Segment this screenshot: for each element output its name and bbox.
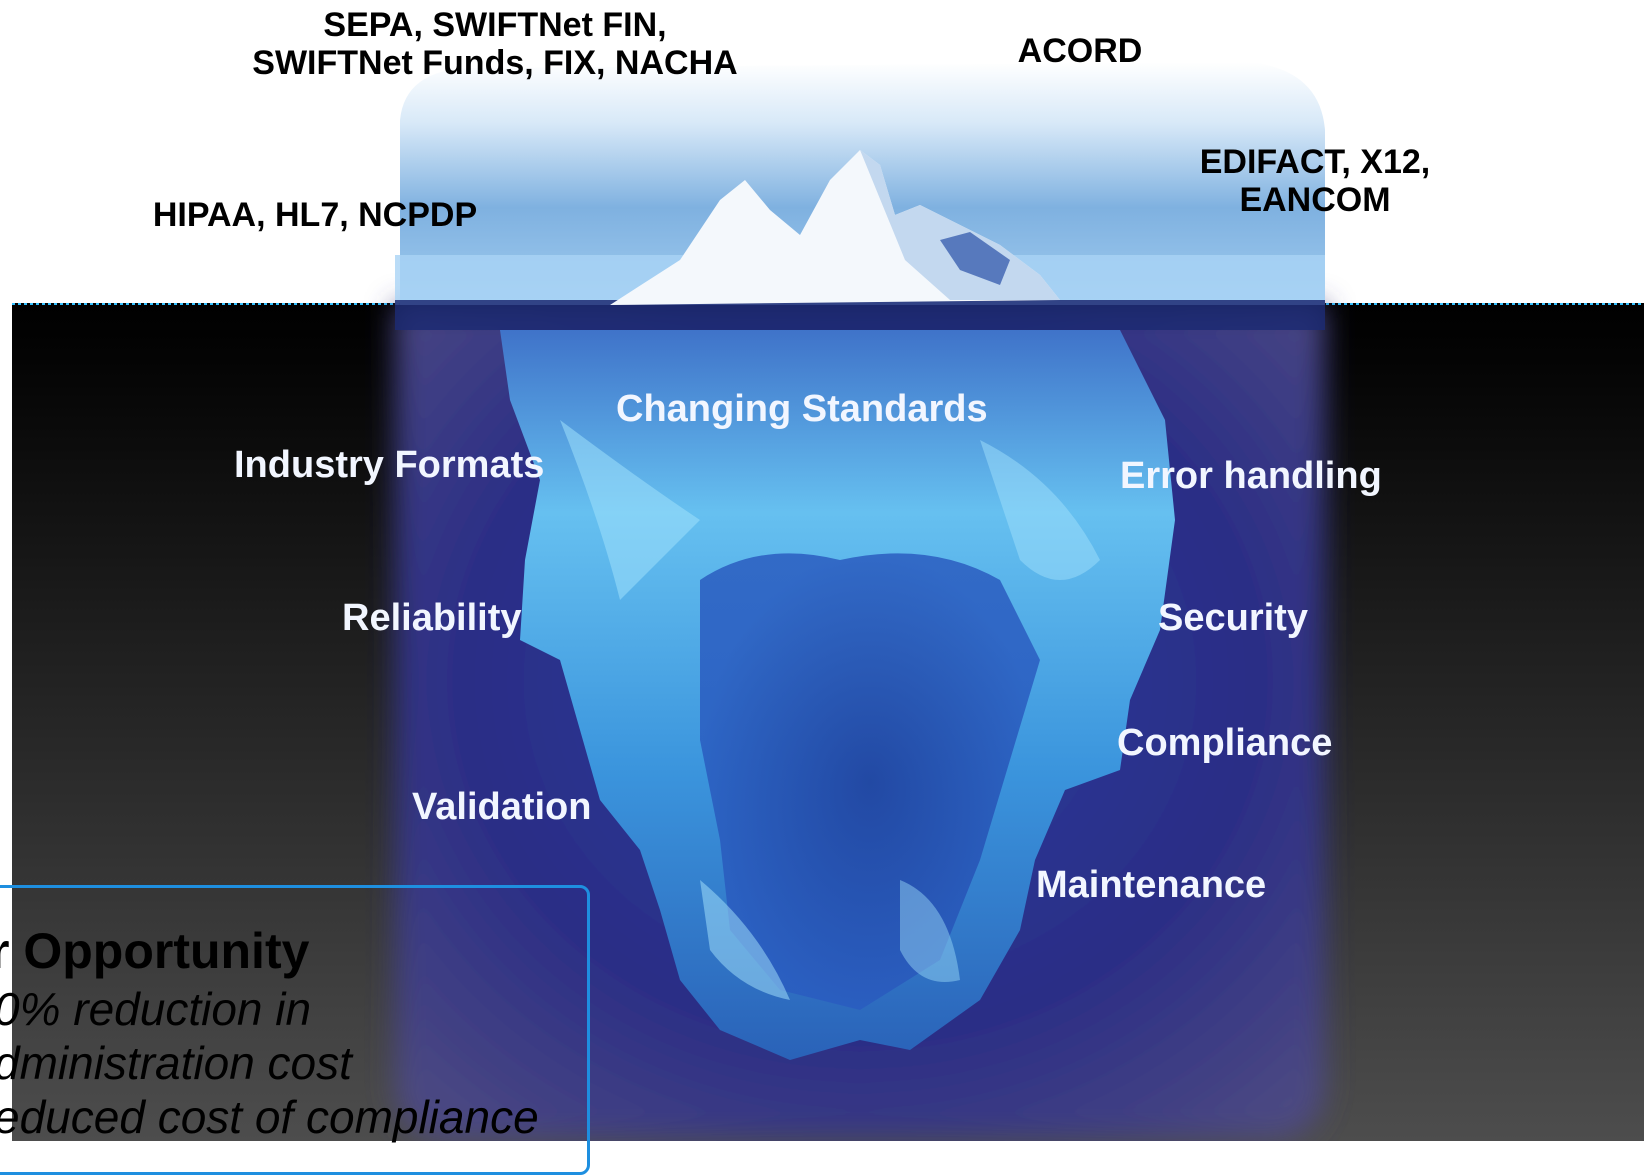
opportunity-line-2: dministration cost	[0, 1037, 352, 1089]
iceberg-illustration	[12, 62, 1644, 1141]
label-validation: Validation	[412, 786, 592, 828]
label-financial-standards: SEPA, SWIFTNet FIN, SWIFTNet Funds, FIX,…	[252, 6, 738, 82]
label-reliability: Reliability	[342, 597, 522, 639]
label-error-handling: Error handling	[1120, 455, 1382, 497]
opportunity-title: r Opportunity	[0, 923, 310, 979]
label-insurance-standards: ACORD	[1017, 32, 1143, 70]
label-maintenance: Maintenance	[1036, 864, 1267, 906]
opportunity-line-1: 0% reduction in	[0, 983, 312, 1035]
label-compliance: Compliance	[1117, 722, 1333, 764]
label-changing-standards: Changing Standards	[616, 388, 988, 430]
label-security: Security	[1158, 597, 1308, 639]
label-industry-formats: Industry Formats	[234, 444, 545, 486]
label-retail-standards: EDIFACT, X12, EANCOM	[1199, 143, 1431, 219]
opportunity-line-3: educed cost of compliance	[0, 1091, 539, 1143]
label-healthcare-standards: HIPAA, HL7, NCPDP	[152, 196, 478, 234]
